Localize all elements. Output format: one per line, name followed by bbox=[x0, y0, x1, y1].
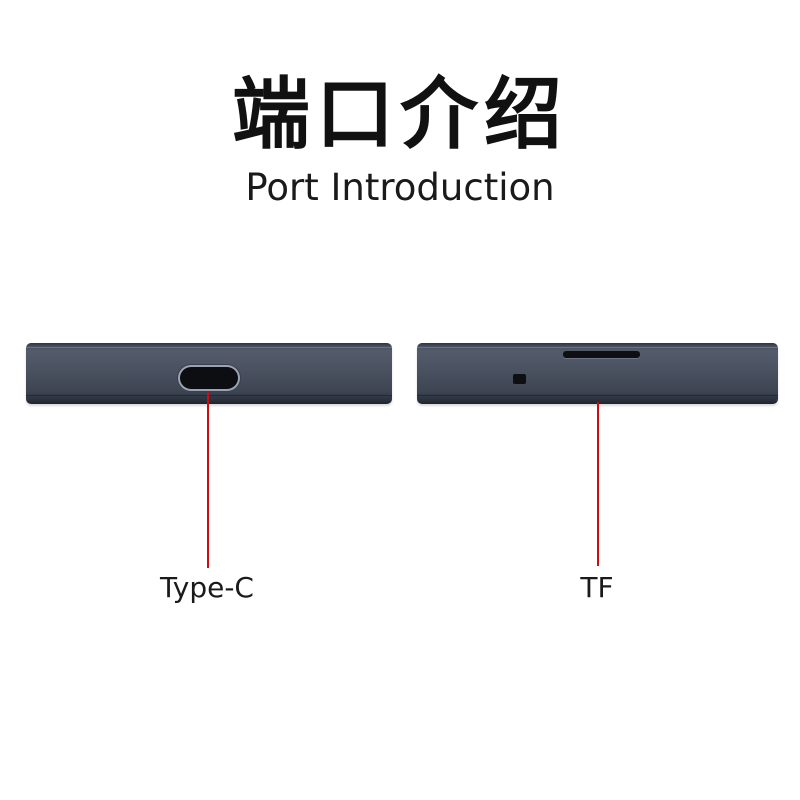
port-label-tf: TF bbox=[580, 571, 614, 604]
usb-c-port-icon bbox=[180, 367, 238, 389]
tf-card-slot-icon bbox=[563, 351, 640, 358]
indicator-hole-icon bbox=[513, 374, 526, 384]
leader-line-tf bbox=[597, 402, 599, 566]
page-subtitle: Port Introduction bbox=[245, 166, 555, 209]
port-label-typec: Type-C bbox=[160, 571, 254, 604]
page-title: 端口介绍 bbox=[231, 70, 568, 160]
leader-line-typec bbox=[207, 392, 209, 568]
device-side-typec bbox=[26, 343, 392, 404]
device-side-tf bbox=[417, 343, 778, 404]
